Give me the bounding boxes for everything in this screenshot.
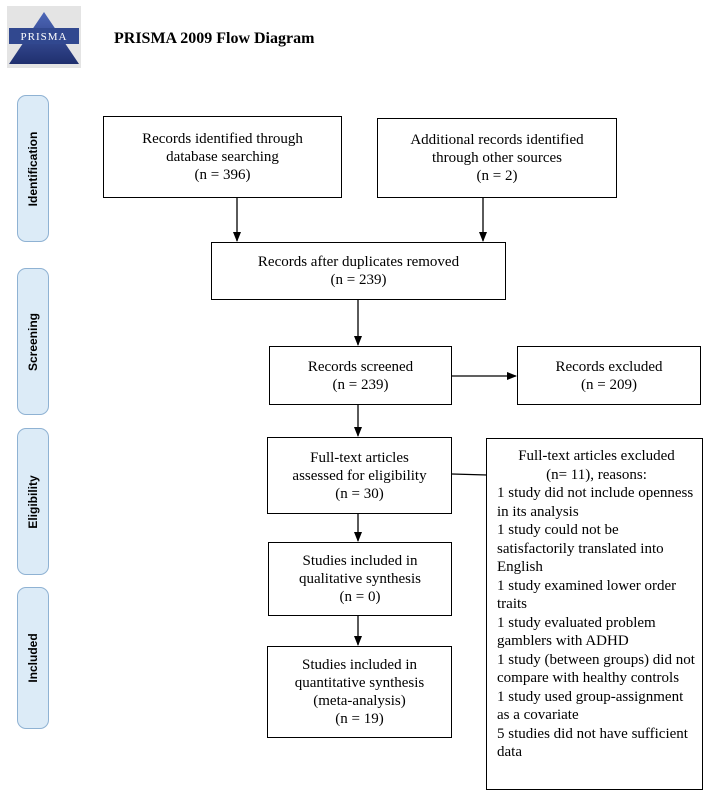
fulltext-assessed-count: (n = 30) bbox=[335, 485, 384, 502]
page-title: PRISMA 2009 Flow Diagram bbox=[114, 30, 315, 47]
exclusion-reason: 1 study used group-assignment as a covar… bbox=[497, 688, 684, 724]
exclusion-reason: 1 study (between groups) did not compare… bbox=[497, 651, 695, 687]
records-excluded-count: (n = 209) bbox=[581, 376, 637, 393]
fulltext-excluded-heading-2: (n= 11), reasons: bbox=[546, 466, 647, 483]
box-after-duplicates: Records after duplicates removed (n = 23… bbox=[211, 242, 506, 300]
box-qualitative-synthesis: Studies included in qualitative synthesi… bbox=[268, 542, 452, 616]
stage-identification: Identification bbox=[17, 95, 49, 242]
box-quantitative-synthesis: Studies included in quantitative synthes… bbox=[267, 646, 452, 738]
box-fulltext-assessed: Full-text articles assessed for eligibil… bbox=[267, 437, 452, 514]
fulltext-assessed-line1: Full-text articles bbox=[310, 449, 409, 466]
qualitative-count: (n = 0) bbox=[339, 589, 381, 605]
fulltext-assessed-line2: assessed for eligibility bbox=[292, 467, 427, 484]
other-sources-count: (n = 2) bbox=[476, 168, 518, 184]
box-fulltext-excluded: Full-text articles excluded (n= 11), rea… bbox=[486, 438, 703, 790]
box-records-screened: Records screened (n = 239) bbox=[269, 346, 452, 405]
prisma-logo-graphic bbox=[7, 6, 81, 68]
box-records-excluded: Records excluded (n = 209) bbox=[517, 346, 701, 405]
other-sources-line2: through other sources bbox=[432, 150, 562, 166]
exclusion-reason: 1 study evaluated problem gamblers with … bbox=[497, 614, 656, 650]
exclusion-reason: 1 study examined lower order traits bbox=[497, 577, 677, 613]
database-search-line1: Records identified through bbox=[142, 131, 303, 147]
logo-text: PRISMA bbox=[20, 31, 68, 43]
database-search-line2: database searching bbox=[166, 149, 279, 165]
stage-screening: Screening bbox=[17, 268, 49, 415]
box-database-search: Records identified through database sear… bbox=[103, 116, 342, 198]
quantitative-count: (n = 19) bbox=[335, 711, 384, 727]
quantitative-line3: (meta-analysis) bbox=[313, 693, 406, 709]
after-duplicates-count: (n = 239) bbox=[330, 272, 387, 288]
database-search-count: (n = 396) bbox=[194, 167, 251, 183]
qualitative-line2: qualitative synthesis bbox=[298, 571, 422, 587]
other-sources-line1: Additional records identified bbox=[410, 132, 584, 148]
exclusion-reason: 1 study did not include openness in its … bbox=[497, 485, 694, 520]
fulltext-excluded-heading-1: Full-text articles excluded bbox=[518, 448, 675, 464]
qualitative-line1: Studies included in bbox=[302, 553, 418, 569]
quantitative-line2: quantitative synthesis bbox=[294, 675, 425, 691]
stage-included: Included bbox=[17, 587, 49, 729]
quantitative-line1: Studies included in bbox=[302, 657, 417, 673]
stage-eligibility: Eligibility bbox=[17, 428, 49, 575]
records-screened-count: (n = 239) bbox=[332, 376, 389, 393]
exclusion-reason: 5 studies did not have sufficient data bbox=[497, 725, 688, 761]
exclusion-reason: 1 study could not be satisfactorily tran… bbox=[497, 522, 664, 575]
prisma-logo: PRISMA bbox=[7, 6, 81, 68]
after-duplicates-line1: Records after duplicates removed bbox=[257, 254, 460, 270]
records-screened-line1: Records screened bbox=[307, 358, 414, 375]
records-excluded-line1: Records excluded bbox=[555, 358, 663, 375]
box-other-sources: Additional records identified through ot… bbox=[377, 118, 617, 198]
